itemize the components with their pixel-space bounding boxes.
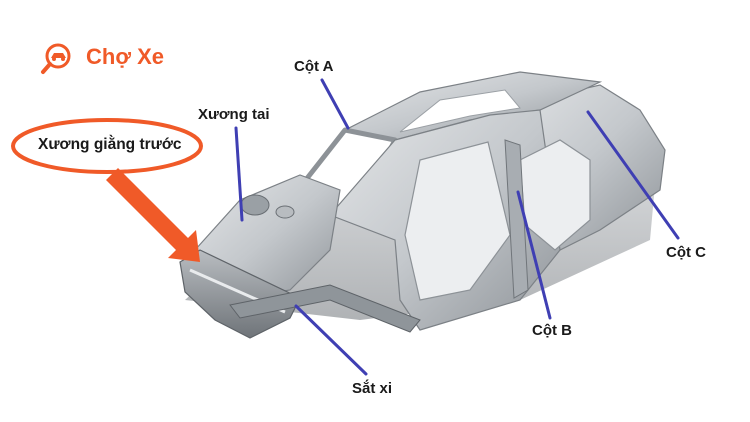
front-crossmember xyxy=(179,249,301,339)
chassis-rail xyxy=(229,284,421,333)
pointer-lines xyxy=(234,78,680,376)
pointer-pillar-c xyxy=(586,110,680,240)
brand-logo-icon-spacer xyxy=(44,42,78,72)
label-pillar-a: Cột A xyxy=(294,58,334,75)
b-pillar-shape xyxy=(504,139,529,299)
front-brace-highlight-ellipse xyxy=(11,118,203,174)
front-brace-arrow xyxy=(106,168,200,262)
label-fender-apron: Xương tai xyxy=(198,106,270,123)
pointer-fender-apron xyxy=(234,126,244,222)
label-front-brace: Xương giằng trước xyxy=(38,136,182,153)
label-pillar-c: Cột C xyxy=(666,244,706,261)
pointer-pillar-a xyxy=(320,78,350,130)
brand-logo: Chợ Xe xyxy=(44,42,164,72)
brand-name: Chợ Xe xyxy=(86,44,164,69)
label-chassis: Sắt xi xyxy=(352,380,393,397)
pointer-chassis xyxy=(294,304,368,376)
label-pillar-b: Cột B xyxy=(532,322,572,339)
brand-logo-icon xyxy=(41,43,71,74)
pointer-pillar-b xyxy=(516,190,552,320)
